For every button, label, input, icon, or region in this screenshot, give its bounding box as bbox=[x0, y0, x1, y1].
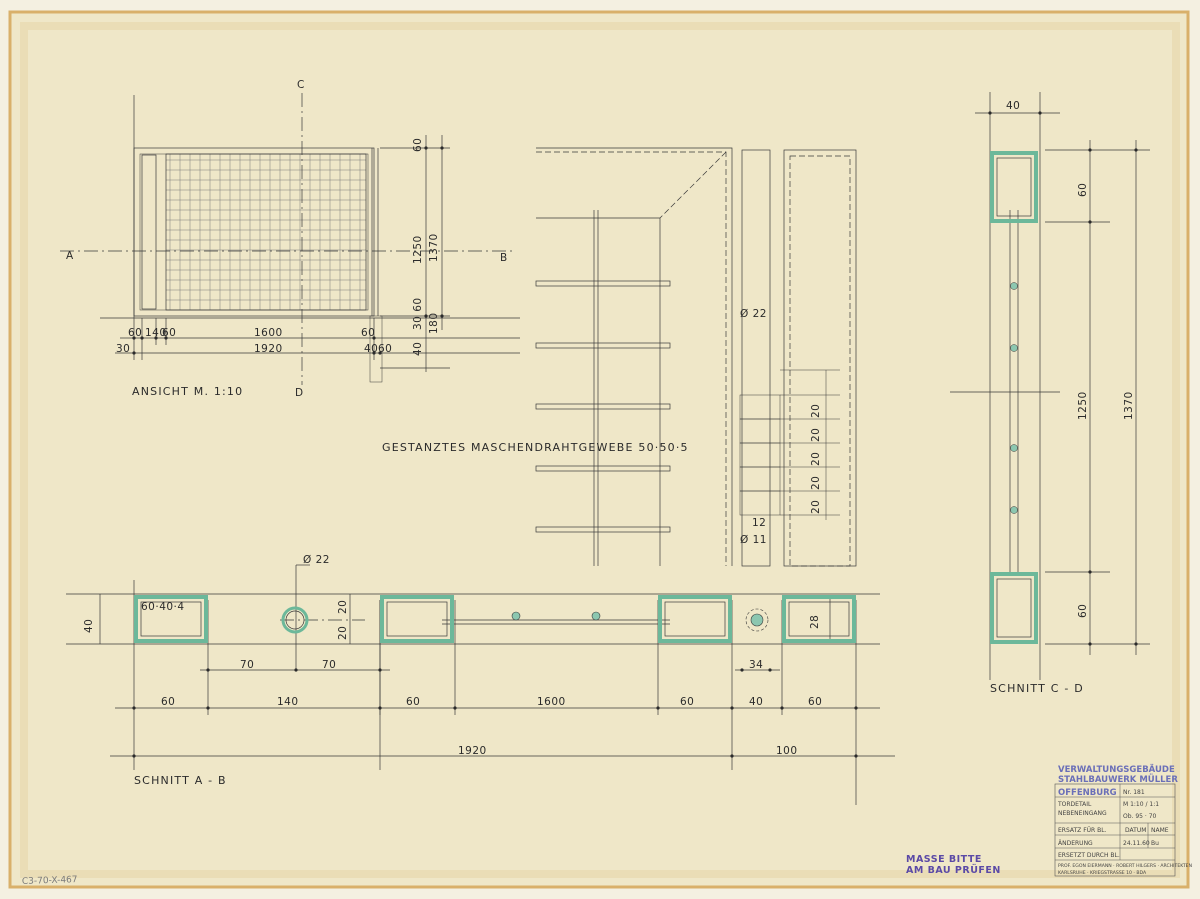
dim-label: 60 bbox=[680, 696, 694, 708]
dim-label: 60 bbox=[128, 327, 142, 339]
dim-label: 60 bbox=[1077, 604, 1089, 618]
dim-label: 140 bbox=[277, 696, 299, 708]
dim-label: 30 bbox=[116, 343, 130, 355]
dim-label: 34 bbox=[749, 659, 763, 671]
title-block-nr: Nr. 181 bbox=[1123, 789, 1145, 796]
title-block-address: KARLSRUHE · KRIEGSTRASSE 10 · BDA bbox=[1058, 870, 1147, 876]
title-block-name: Bu bbox=[1151, 840, 1159, 847]
title-block-datum-header: DATUM bbox=[1125, 827, 1146, 834]
cut-label-a: A bbox=[66, 250, 74, 262]
title-block-subject2: NEBENEINGANG bbox=[1058, 810, 1107, 817]
dim-label: 60 bbox=[412, 138, 424, 152]
dim-label: 140 bbox=[145, 327, 167, 339]
title-block-line1: VERWALTUNGSGEBÄUDE bbox=[1058, 764, 1175, 775]
title-block-ob: Ob. 95 · 70 bbox=[1123, 813, 1157, 820]
title-block-line2: STAHLBAUWERK MÜLLER bbox=[1058, 774, 1178, 785]
dim-label: 40 bbox=[364, 343, 378, 355]
dim-label: 20 bbox=[337, 626, 349, 640]
title-block-scale: M 1:10 / 1:1 bbox=[1123, 801, 1159, 808]
dim-label: 1370 bbox=[428, 233, 440, 262]
dim-label: 60 bbox=[406, 696, 420, 708]
ansicht-view bbox=[60, 93, 520, 385]
title-block-city: OFFENBURG bbox=[1058, 788, 1117, 798]
dim-label: 1920 bbox=[458, 745, 487, 757]
steel-profiles bbox=[134, 151, 1038, 644]
dim-label: 70 bbox=[322, 659, 336, 671]
dim-label: 1250 bbox=[412, 235, 424, 264]
mesh-note: GESTANZTES MASCHENDRAHTGEWEBE 50·50·5 bbox=[382, 441, 689, 454]
dim-label: Ø 11 bbox=[740, 534, 767, 546]
dim-label: 70 bbox=[240, 659, 254, 671]
schnitt-ab-title: SCHNITT A - B bbox=[134, 774, 227, 787]
dim-label: 40 bbox=[83, 619, 95, 633]
gate-detail-elevation bbox=[535, 147, 857, 567]
dim-label: 20 bbox=[810, 452, 822, 466]
schnitt-cd-section bbox=[950, 92, 1150, 680]
dim-label: 1370 bbox=[1123, 391, 1135, 420]
dim-label: 40 bbox=[1006, 100, 1020, 112]
dim-label: 20 bbox=[337, 600, 349, 614]
cut-label-b: B bbox=[500, 252, 508, 264]
dim-label: 20 bbox=[810, 428, 822, 442]
title-block: VERWALTUNGSGEBÄUDE STAHLBAUWERK MÜLLER O… bbox=[1054, 764, 1192, 877]
dim-label: 20 bbox=[810, 476, 822, 490]
schnitt-cd-title: SCHNITT C - D bbox=[990, 682, 1084, 695]
cut-label-c: C bbox=[297, 79, 305, 91]
title-block-aenderung: ÄNDERUNG bbox=[1058, 840, 1093, 847]
dim-label: 30 60 bbox=[412, 297, 424, 330]
stamp-line2: AM BAU PRÜFEN bbox=[906, 865, 1001, 876]
dim-label: 40 bbox=[749, 696, 763, 708]
dim-label: 1600 bbox=[537, 696, 566, 708]
dim-label: 28 bbox=[809, 615, 821, 629]
dim-label: 1920 bbox=[254, 343, 283, 355]
dim-label: 60 bbox=[361, 327, 375, 339]
cut-label-d: D bbox=[295, 387, 304, 399]
dim-label: 60 bbox=[378, 343, 392, 355]
dim-label: 1250 bbox=[1077, 391, 1089, 420]
stamp-line1: MASSE BITTE bbox=[906, 854, 982, 865]
profile-label: 60·40·4 bbox=[141, 601, 185, 613]
margin-note: C3-70-X-467 bbox=[22, 875, 78, 887]
title-block-architect: PROF. EGON EIERMANN · ROBERT HILGERS · A… bbox=[1058, 863, 1192, 869]
dim-label: 60 bbox=[161, 696, 175, 708]
dim-label: 40 bbox=[412, 342, 424, 356]
dim-label: 100 bbox=[776, 745, 798, 757]
dim-label: Ø 22 bbox=[303, 554, 330, 566]
dim-label: 60 bbox=[808, 696, 822, 708]
title-block-name-header: NAME bbox=[1151, 827, 1169, 834]
title-block-ersatz: ERSATZ FÜR BL. bbox=[1058, 827, 1107, 834]
title-block-ersetzt: ERSETZT DURCH BL. bbox=[1058, 852, 1120, 859]
ansicht-title: ANSICHT M. 1:10 bbox=[132, 385, 243, 398]
dim-label: 180 bbox=[428, 312, 440, 334]
dim-label: 20 bbox=[810, 500, 822, 514]
dim-label: 60 bbox=[1077, 183, 1089, 197]
title-block-subject1: TORDETAIL bbox=[1057, 801, 1092, 808]
dim-label: Ø 22 bbox=[740, 308, 767, 320]
dim-label: 12 bbox=[752, 517, 766, 529]
dim-label: 60 bbox=[162, 327, 176, 339]
dim-label: 20 bbox=[810, 404, 822, 418]
title-block-date: 24.11.60 bbox=[1123, 840, 1150, 847]
dim-label: 1600 bbox=[254, 327, 283, 339]
